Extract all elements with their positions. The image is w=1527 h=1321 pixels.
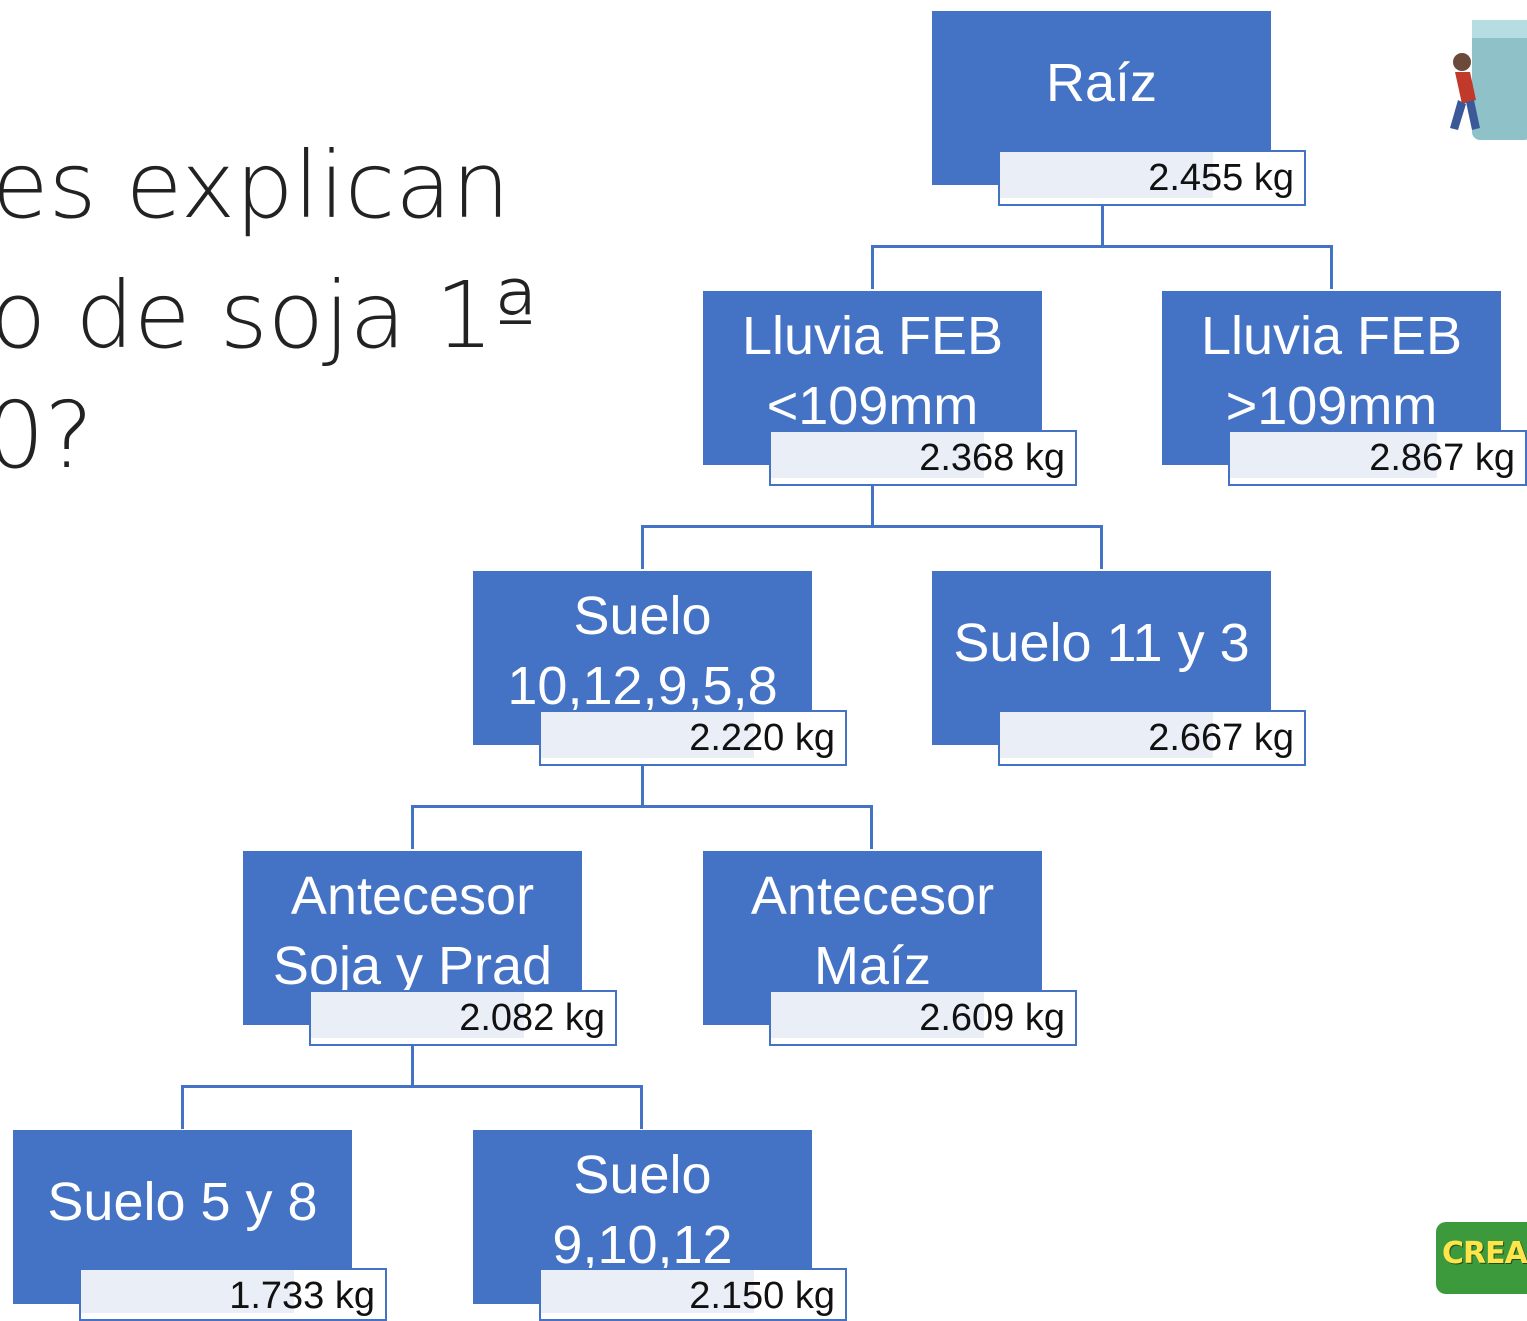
title-line-2: o de soja 1ª: [0, 262, 538, 369]
connector: [1330, 245, 1333, 289]
connector: [871, 486, 874, 526]
connector: [181, 1085, 184, 1129]
connector: [641, 525, 1103, 528]
node-value: 2.609 kg: [769, 990, 1077, 1046]
tree-node-lluvia-high: Lluvia FEB >109mm: [1162, 291, 1501, 465]
node-value: 2.455 kg: [998, 150, 1306, 206]
person-pushing-box-icon: [1450, 20, 1527, 140]
node-value: 2.867 kg: [1228, 430, 1527, 486]
connector: [1100, 525, 1103, 569]
node-label: Antecesor Maíz: [750, 866, 995, 997]
title-line-3: 0?: [0, 382, 94, 489]
connector: [181, 1085, 643, 1088]
node-value: 2.082 kg: [309, 990, 617, 1046]
connector: [411, 805, 873, 808]
crea-logo: CREA: [1436, 1222, 1527, 1294]
node-label: Suelo 11 y 3: [953, 612, 1250, 673]
node-label: Lluvia FEB <109mm: [741, 306, 1004, 437]
node-label: Antecesor Soja y Prad: [272, 866, 553, 997]
node-value: 2.667 kg: [998, 710, 1306, 766]
connector: [641, 766, 644, 806]
connector: [871, 245, 1333, 248]
connector: [411, 805, 414, 849]
connector: [640, 1085, 643, 1129]
node-value: 2.150 kg: [539, 1268, 847, 1321]
node-label: Suelo 5 y 8: [47, 1171, 318, 1232]
connector: [870, 805, 873, 849]
node-label: Raíz: [1045, 52, 1158, 113]
node-value: 1.733 kg: [79, 1268, 387, 1321]
node-label: Suelo 10,12,9,5,8: [507, 586, 778, 717]
connector: [641, 525, 644, 569]
node-value: 2.220 kg: [539, 710, 847, 766]
connector: [1101, 206, 1104, 246]
node-value: 2.368 kg: [769, 430, 1077, 486]
title-line-1: es explican: [0, 132, 510, 239]
node-label: Suelo 9,10,12: [552, 1145, 733, 1276]
connector: [871, 245, 874, 289]
connector: [411, 1046, 414, 1086]
node-label: Lluvia FEB >109mm: [1200, 306, 1463, 437]
